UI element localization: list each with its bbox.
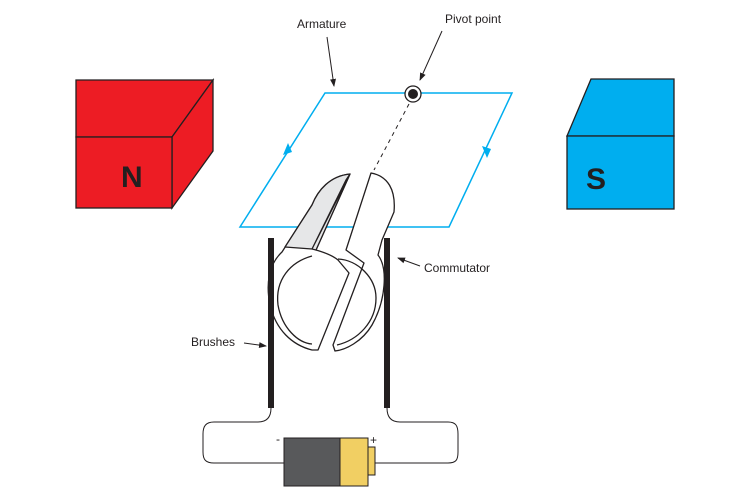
commutator-left-inner <box>277 255 313 345</box>
pivot-point-leader-arrow <box>419 30 443 81</box>
battery-negative-sign: - <box>276 432 280 446</box>
brushes-leader-arrow <box>243 342 267 349</box>
armature-leader-arrow <box>326 36 336 87</box>
brushes-label: Brushes <box>191 335 235 349</box>
commutator-right-segment <box>332 172 395 352</box>
south-magnet-front <box>566 135 675 210</box>
commutator-leader-arrow <box>397 257 421 267</box>
south-magnet-letter: S <box>586 163 606 196</box>
current-arrow-up-icon <box>283 143 292 155</box>
commutator <box>267 172 395 352</box>
left-wire <box>202 407 284 464</box>
south-magnet-top <box>566 78 675 137</box>
current-arrow-down-icon <box>482 146 491 158</box>
battery-body <box>283 437 341 487</box>
north-magnet-letter: N <box>121 161 143 194</box>
battery-positive-sign: + <box>370 433 377 447</box>
north-magnet: N <box>75 77 215 211</box>
commutator-label: Commutator <box>424 261 490 275</box>
battery-terminal <box>367 446 376 476</box>
battery: - + <box>276 432 377 487</box>
commutator-left-shade <box>284 173 351 251</box>
armature-loop <box>238 92 514 228</box>
battery-cap <box>339 437 369 487</box>
right-wire <box>375 407 459 464</box>
pivot-point-marker <box>404 85 422 103</box>
left-brush <box>268 238 274 408</box>
armature-label: Armature <box>297 17 347 31</box>
pivot-axis <box>373 103 410 171</box>
pivot-point-label: Pivot point <box>445 12 502 26</box>
south-magnet: S <box>566 78 675 210</box>
north-magnet-front <box>75 136 173 209</box>
commutator-right-inner <box>336 258 377 346</box>
right-brush <box>384 238 390 408</box>
